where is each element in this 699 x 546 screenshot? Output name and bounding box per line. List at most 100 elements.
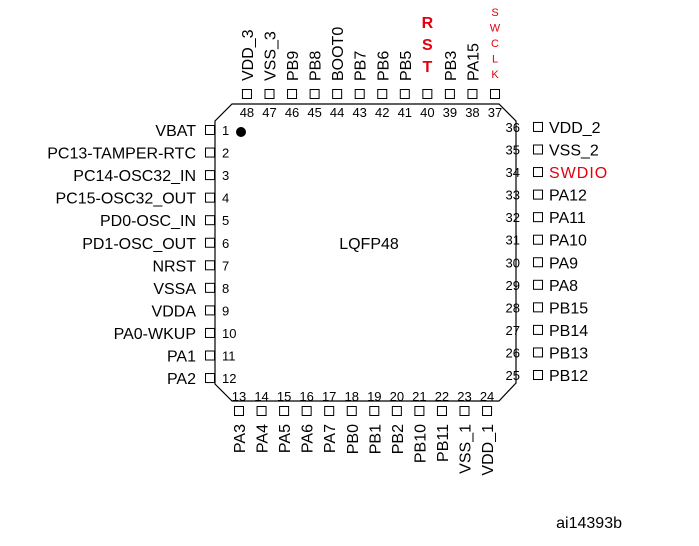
pin-number: 16 [299, 389, 313, 404]
pin-number: 42 [375, 105, 389, 120]
pin-number: 27 [506, 323, 520, 338]
pin-pad [533, 212, 543, 223]
pin-pad [377, 89, 388, 99]
pin-number: 1 [222, 123, 229, 138]
pin-name-letter: W [490, 23, 501, 35]
figure-id: ai14393b [556, 515, 622, 532]
pin-pad [324, 406, 335, 416]
pin-name: VDD_1 [480, 424, 497, 476]
pin-pad [241, 89, 252, 99]
pin-number: 5 [222, 213, 229, 228]
pin-number: 19 [367, 389, 381, 404]
pin-pad [205, 147, 215, 158]
pin-number: 7 [222, 258, 229, 273]
pin-name: PB8 [308, 51, 325, 81]
pin-name: PC15-OSC32_OUT [56, 191, 197, 208]
pin-number: 41 [398, 105, 412, 120]
pin-name: PA10 [549, 233, 587, 250]
pin-number: 26 [506, 345, 520, 360]
pin-pad [205, 350, 215, 361]
pin-pad [444, 89, 455, 99]
pin-name: PD0-OSC_IN [100, 213, 196, 230]
pin-number: 46 [285, 105, 299, 120]
pin-name: PC13-TAMPER-RTC [47, 146, 196, 163]
pin-number: 36 [506, 120, 520, 135]
pin-number: 28 [506, 300, 520, 315]
pin-name: VSS_2 [549, 143, 599, 160]
pin-pad [533, 121, 543, 132]
pin-number: 3 [222, 168, 229, 183]
pin-pad [533, 302, 543, 313]
pin-number: 47 [262, 105, 276, 120]
pin-number: 4 [222, 191, 229, 206]
pin-pad [205, 327, 215, 338]
pin-pad [205, 192, 215, 203]
pin-name: PB9 [285, 51, 302, 81]
pin-pad [301, 406, 312, 416]
pin-number: 37 [488, 105, 502, 120]
pin1-marker [236, 127, 246, 137]
pin-name-letter: S [422, 37, 433, 54]
pin-name: PA3 [232, 424, 249, 453]
package-label: LQFP48 [339, 236, 399, 253]
pin-number: 18 [345, 389, 359, 404]
pin-number: 25 [506, 368, 520, 383]
chip-body [214, 103, 517, 402]
pin-name: PA6 [300, 424, 317, 453]
pin-name: VBAT [155, 123, 196, 140]
pin-name: VSS_3 [263, 31, 280, 81]
pin-name: PB2 [390, 424, 407, 454]
pin-number: 9 [222, 303, 229, 318]
pin-pad [399, 89, 410, 99]
pin-name: VSS_1 [458, 424, 475, 474]
pin-number: 39 [443, 105, 457, 120]
pin-number: 43 [352, 105, 366, 120]
pin-number: 32 [506, 210, 520, 225]
pin-pad [533, 167, 543, 178]
pin-name-letter: S [491, 7, 498, 19]
pin-name: NRST [152, 258, 196, 275]
pin-number: 35 [506, 143, 520, 158]
pin-name: PA5 [277, 424, 294, 453]
pin-pad [422, 89, 433, 99]
pin-name: PA8 [549, 278, 578, 295]
pin-pad [533, 189, 543, 200]
pin-number: 11 [222, 349, 236, 364]
pin-number: 10 [222, 326, 236, 341]
pin-pad [533, 324, 543, 335]
pin-pad [205, 170, 215, 181]
pin-name: PB0 [345, 424, 362, 454]
pin-name: VSSA [153, 281, 196, 298]
pin-name: PB10 [412, 424, 429, 463]
pin-pad [205, 215, 215, 226]
pin-pad [533, 347, 543, 358]
pin-number: 40 [420, 105, 434, 120]
pin-pad [533, 370, 543, 380]
pin-name: PA7 [322, 424, 339, 453]
pin-number: 30 [506, 255, 520, 270]
pin-pad [205, 373, 215, 384]
pin-name: PB11 [435, 424, 452, 462]
pin-name-letter: C [491, 38, 499, 50]
pin-name: VDD_2 [549, 120, 601, 137]
pin-number: 34 [506, 165, 520, 180]
pin-name: PA15 [465, 43, 482, 81]
pin-number: 22 [435, 389, 449, 404]
pin-number: 15 [277, 389, 291, 404]
pin-pad [533, 279, 543, 290]
pin-name: PB1 [367, 424, 384, 454]
pin-pad [205, 305, 215, 316]
pin-pad [287, 89, 298, 99]
pin-pad [482, 406, 493, 416]
pin-number: 44 [330, 105, 344, 120]
pin-pad [490, 89, 500, 99]
pin-number: 8 [222, 281, 229, 296]
pin-pad [533, 144, 543, 155]
pin-name: PA2 [167, 371, 196, 388]
pin-number: 24 [480, 389, 494, 404]
pin-pad [533, 257, 543, 268]
pin-pad [205, 125, 215, 135]
pin-name: PB13 [549, 345, 588, 362]
pin-name-letter: R [422, 15, 434, 32]
